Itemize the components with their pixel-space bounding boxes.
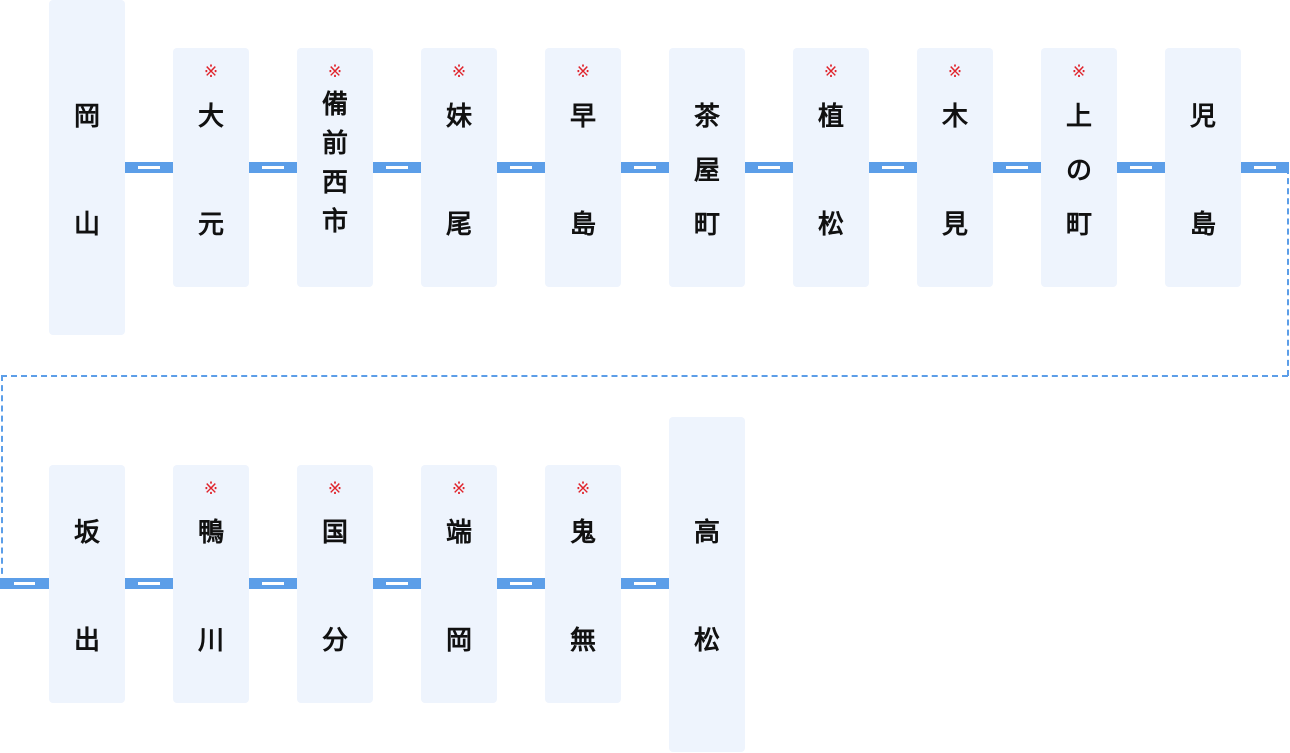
- station-name-char: 川: [197, 626, 224, 656]
- station-name-char: 町: [1065, 210, 1092, 240]
- track-stripe: [634, 582, 656, 585]
- station-card: 坂出: [49, 465, 125, 703]
- station-card: ※ 鴨川: [173, 465, 249, 703]
- station-card: ※ 妹尾: [421, 48, 497, 287]
- track-segment: [621, 578, 669, 589]
- station-name-char: 鬼: [569, 518, 596, 548]
- station-name-char: 西: [321, 168, 348, 198]
- reference-mark: ※: [451, 62, 467, 82]
- track-stripe: [1006, 166, 1028, 169]
- reference-mark: ※: [203, 479, 219, 499]
- station-card: 岡山: [49, 0, 125, 335]
- track-stripe: [13, 582, 36, 585]
- track-stripe: [386, 166, 408, 169]
- station-name-char: 鴨: [197, 518, 224, 548]
- reference-mark: ※: [947, 62, 963, 82]
- station-name-char: 尾: [445, 210, 472, 240]
- track-segment: [249, 162, 297, 173]
- track-stripe: [262, 166, 284, 169]
- station-name-char: 無: [569, 626, 596, 656]
- station-name-char: 出: [73, 626, 100, 656]
- station-name-char: 坂: [73, 518, 100, 548]
- station-card: ※ 備前西市: [297, 48, 373, 287]
- station-name-char: 松: [693, 626, 720, 656]
- station-card: ※ 植松: [793, 48, 869, 287]
- station-name-char: 木: [941, 102, 968, 132]
- track-segment: [745, 162, 793, 173]
- station-name-char: 妹: [445, 102, 472, 132]
- station-name-char: 見: [941, 210, 968, 240]
- station-card: 児島: [1165, 48, 1241, 287]
- track-stripe: [510, 582, 532, 585]
- station-name-char: 元: [197, 210, 224, 240]
- station-card: 高松: [669, 417, 745, 752]
- station-card: ※ 端岡: [421, 465, 497, 703]
- station-name-char: の: [1065, 156, 1092, 186]
- station-name-char: 島: [1189, 210, 1216, 240]
- station-card: ※ 鬼無: [545, 465, 621, 703]
- track-segment: [993, 162, 1041, 173]
- reference-mark: ※: [327, 62, 343, 82]
- station-name-char: 上: [1065, 102, 1092, 132]
- station-name-char: 岡: [73, 102, 100, 132]
- track-stripe: [138, 582, 160, 585]
- track-segment: [621, 162, 669, 173]
- track-segment: [1241, 162, 1289, 173]
- station-name-char: 山: [73, 210, 100, 240]
- station-name-char: 端: [445, 518, 472, 548]
- line-connector: [1, 375, 3, 584]
- track-stripe: [138, 166, 160, 169]
- station-card: ※ 大元: [173, 48, 249, 287]
- station-name-char: 岡: [445, 626, 472, 656]
- station-name-char: 茶: [693, 102, 720, 132]
- track-segment: [869, 162, 917, 173]
- line-connector: [1287, 168, 1289, 376]
- track-stripe: [1130, 166, 1152, 169]
- station-name-char: 町: [693, 210, 720, 240]
- line-connector: [1, 375, 1288, 377]
- station-card: ※ 早島: [545, 48, 621, 287]
- track-stripe: [634, 166, 656, 169]
- station-card: ※ 木見: [917, 48, 993, 287]
- station-name-char: 高: [693, 518, 720, 548]
- track-stripe: [758, 166, 780, 169]
- track-segment: [1117, 162, 1165, 173]
- track-segment: [249, 578, 297, 589]
- reference-mark: ※: [451, 479, 467, 499]
- station-name-char: 大: [197, 102, 224, 132]
- station-name-char: 分: [321, 626, 348, 656]
- track-stripe: [882, 166, 904, 169]
- station-name-char: 国: [321, 518, 348, 548]
- reference-mark: ※: [823, 62, 839, 82]
- station-card: ※ 国分: [297, 465, 373, 703]
- station-name-char: 児: [1189, 102, 1216, 132]
- track-segment: [373, 578, 421, 589]
- reference-mark: ※: [575, 479, 591, 499]
- station-name-char: 早: [569, 102, 596, 132]
- station-card: 茶屋町: [669, 48, 745, 287]
- reference-mark: ※: [327, 479, 343, 499]
- reference-mark: ※: [575, 62, 591, 82]
- track-segment: [497, 162, 545, 173]
- track-segment: [373, 162, 421, 173]
- station-name-char: 前: [321, 129, 348, 159]
- track-segment: [125, 162, 173, 173]
- track-stripe: [262, 582, 284, 585]
- track-segment: [125, 578, 173, 589]
- station-name-char: 屋: [693, 156, 720, 186]
- station-name-char: 松: [817, 210, 844, 240]
- station-name-char: 備: [321, 90, 348, 120]
- station-name-char: 植: [817, 102, 844, 132]
- track-stripe: [386, 582, 408, 585]
- track-stripe: [1254, 166, 1276, 169]
- reference-mark: ※: [1071, 62, 1087, 82]
- station-name-char: 島: [569, 210, 596, 240]
- reference-mark: ※: [203, 62, 219, 82]
- track-segment: [497, 578, 545, 589]
- track-segment: [0, 578, 49, 589]
- station-name-char: 市: [321, 207, 348, 237]
- station-card: ※ 上の町: [1041, 48, 1117, 287]
- track-stripe: [510, 166, 532, 169]
